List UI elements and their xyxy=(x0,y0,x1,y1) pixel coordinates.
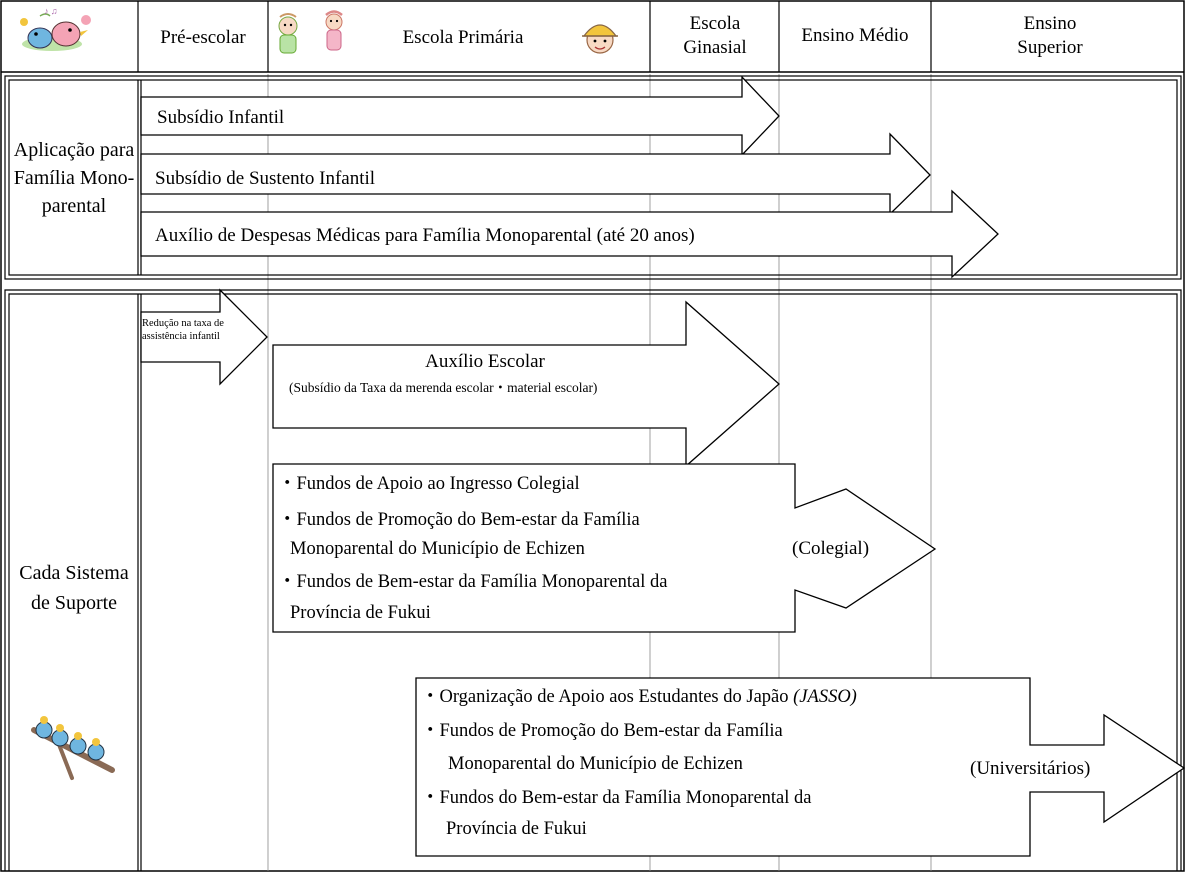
univ-jasso-acronym: (JASSO) xyxy=(793,687,857,707)
univ-item-jasso: ・Organização de Apoio aos Estudantes do … xyxy=(421,684,857,711)
header-escola-ginasial: Escola Ginasial xyxy=(683,13,747,58)
colegial-item: ・Fundos de Apoio ao Ingresso Colegial xyxy=(278,474,580,494)
birds-on-branch-icon xyxy=(31,716,115,780)
text-auxilio-escolar: Auxílio Escolar xyxy=(425,351,545,372)
arrow-subsidio-infantil xyxy=(140,75,780,157)
birds-logo-icon: ♪ ♫ xyxy=(20,6,91,51)
label-cada-sistema: Cada Sistema de Suporte xyxy=(19,562,129,614)
arrow-reducao-taxa xyxy=(140,288,268,386)
header-pre-escolar: Pré-escolar xyxy=(160,27,246,48)
header-ensino-superior: Ensino Superior xyxy=(1017,13,1083,58)
header-ensino-medio: Ensino Médio xyxy=(801,25,909,46)
univ-item: ・Fundos do Bem-estar da Família Monopare… xyxy=(421,788,812,808)
baby-boy-icon xyxy=(278,13,298,54)
svg-text:♪ ♫: ♪ ♫ xyxy=(44,6,58,16)
text-auxilio-despesas: Auxílio de Despesas Médicas para Família… xyxy=(155,225,695,246)
text-subsidio-sustento: Subsídio de Sustento Infantil xyxy=(155,168,376,189)
text-colegial: (Colegial) xyxy=(792,538,870,559)
text-universitarios: (Universitários) xyxy=(970,758,1091,779)
arrow-colegial xyxy=(272,463,937,633)
text-reducao-taxa-2: assistência infantil xyxy=(142,331,220,342)
univ-jasso-text: ・Organização de Apoio aos Estudantes do … xyxy=(421,687,794,707)
colegial-item: ・Fundos de Bem-estar da Família Monopare… xyxy=(278,572,668,592)
text-auxilio-escolar-sub: (Subsídio da Taxa da merenda escolar・mat… xyxy=(289,380,598,395)
header-escola-primaria: Escola Primária xyxy=(402,27,524,48)
univ-item: Monoparental do Município de Echizen xyxy=(448,754,743,774)
colegial-item: Província de Fukui xyxy=(290,603,431,623)
label-familia-monoparental: Aplicação para Família Mono-parental xyxy=(13,139,135,217)
arrow-subsidio-sustento xyxy=(140,132,931,216)
schoolboy-icon xyxy=(582,24,618,54)
section1-frame xyxy=(4,75,1182,280)
baby-girl-icon xyxy=(325,10,343,51)
text-subsidio-infantil: Subsídio Infantil xyxy=(157,107,285,128)
text-reducao-taxa-1: Redução na taxa de xyxy=(142,318,224,329)
arrow-universitarios xyxy=(415,677,1185,857)
section2-frame xyxy=(4,289,1182,871)
univ-item: Província de Fukui xyxy=(446,819,587,839)
arrow-auxilio-escolar xyxy=(272,300,780,468)
colegial-item: ・Fundos de Promoção do Bem-estar da Famí… xyxy=(278,510,640,530)
colegial-item: Monoparental do Município de Echizen xyxy=(290,539,585,559)
arrow-auxilio-despesas xyxy=(140,189,999,279)
header-columns xyxy=(137,1,932,72)
univ-item: ・Fundos de Promoção do Bem-estar da Famí… xyxy=(421,721,783,741)
